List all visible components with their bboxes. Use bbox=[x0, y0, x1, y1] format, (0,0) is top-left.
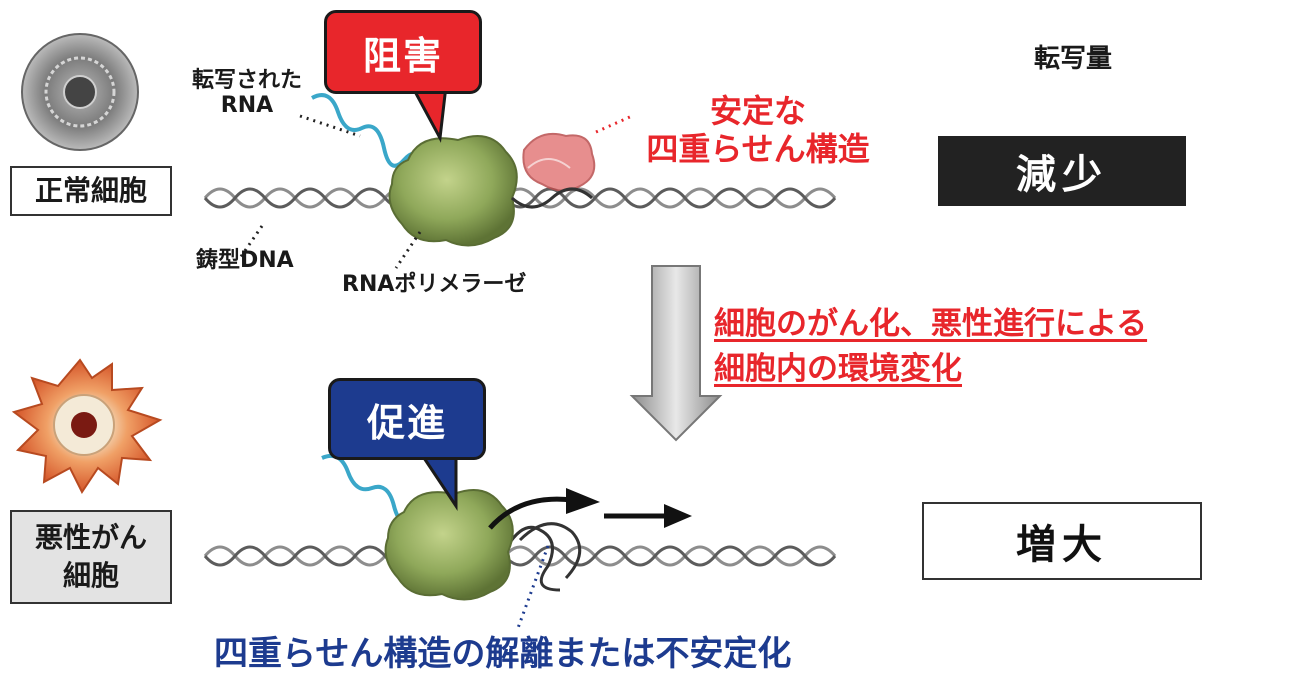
result-decrease: 減少 bbox=[938, 136, 1186, 206]
dna-unwinding-region bbox=[498, 522, 582, 592]
pointer-lines-top bbox=[238, 114, 633, 269]
transcribed-rna-label: 転写された RNA bbox=[191, 68, 302, 119]
g-quadruplex-stable bbox=[510, 132, 596, 209]
result-increase: 増大 bbox=[922, 502, 1202, 580]
transcribed-rna-bottom bbox=[321, 453, 416, 524]
cancer-cell-image bbox=[11, 358, 163, 494]
template-dna-top bbox=[203, 187, 837, 209]
promote-callout: 促進 bbox=[328, 378, 486, 460]
transcription-arrows bbox=[488, 488, 692, 530]
stable-g4-line2: 四重らせん構造 bbox=[646, 130, 870, 169]
inhibit-callout-text: 阻害 bbox=[362, 33, 443, 78]
cancer-cell-label: 悪性がん 細胞 bbox=[10, 510, 172, 604]
stable-g4-line1: 安定な bbox=[709, 92, 806, 130]
rna-polymerase-top bbox=[388, 135, 518, 247]
normal-cell-label: 正常細胞 bbox=[10, 166, 172, 216]
stable-g4-label: 安定な 四重らせん構造 bbox=[608, 92, 908, 169]
normal-cell-image bbox=[21, 33, 139, 151]
promote-callout-text: 促進 bbox=[366, 400, 447, 445]
inhibit-callout: 阻害 bbox=[324, 10, 482, 94]
template-dna-label: 鋳型DNA bbox=[196, 248, 294, 273]
rna-polymerase-bottom bbox=[384, 489, 514, 601]
down-arrow bbox=[629, 265, 723, 442]
rna-polymerase-label: RNAポリメラーゼ bbox=[342, 272, 527, 297]
environment-change-line2: 細胞内の環境変化 bbox=[714, 350, 962, 387]
environment-change-text: 細胞のがん化、悪性進行による 細胞内の環境変化 bbox=[714, 302, 1147, 392]
transcription-header: 転写量 bbox=[1033, 44, 1112, 74]
environment-change-line1: 細胞のがん化、悪性進行による bbox=[714, 306, 1148, 342]
pointer-line-bottom bbox=[516, 545, 550, 629]
template-dna-bottom bbox=[203, 545, 837, 567]
unstable-g4-label: 四重らせん構造の解離または不安定化 bbox=[214, 634, 792, 674]
transcribed-rna-top bbox=[311, 93, 422, 171]
